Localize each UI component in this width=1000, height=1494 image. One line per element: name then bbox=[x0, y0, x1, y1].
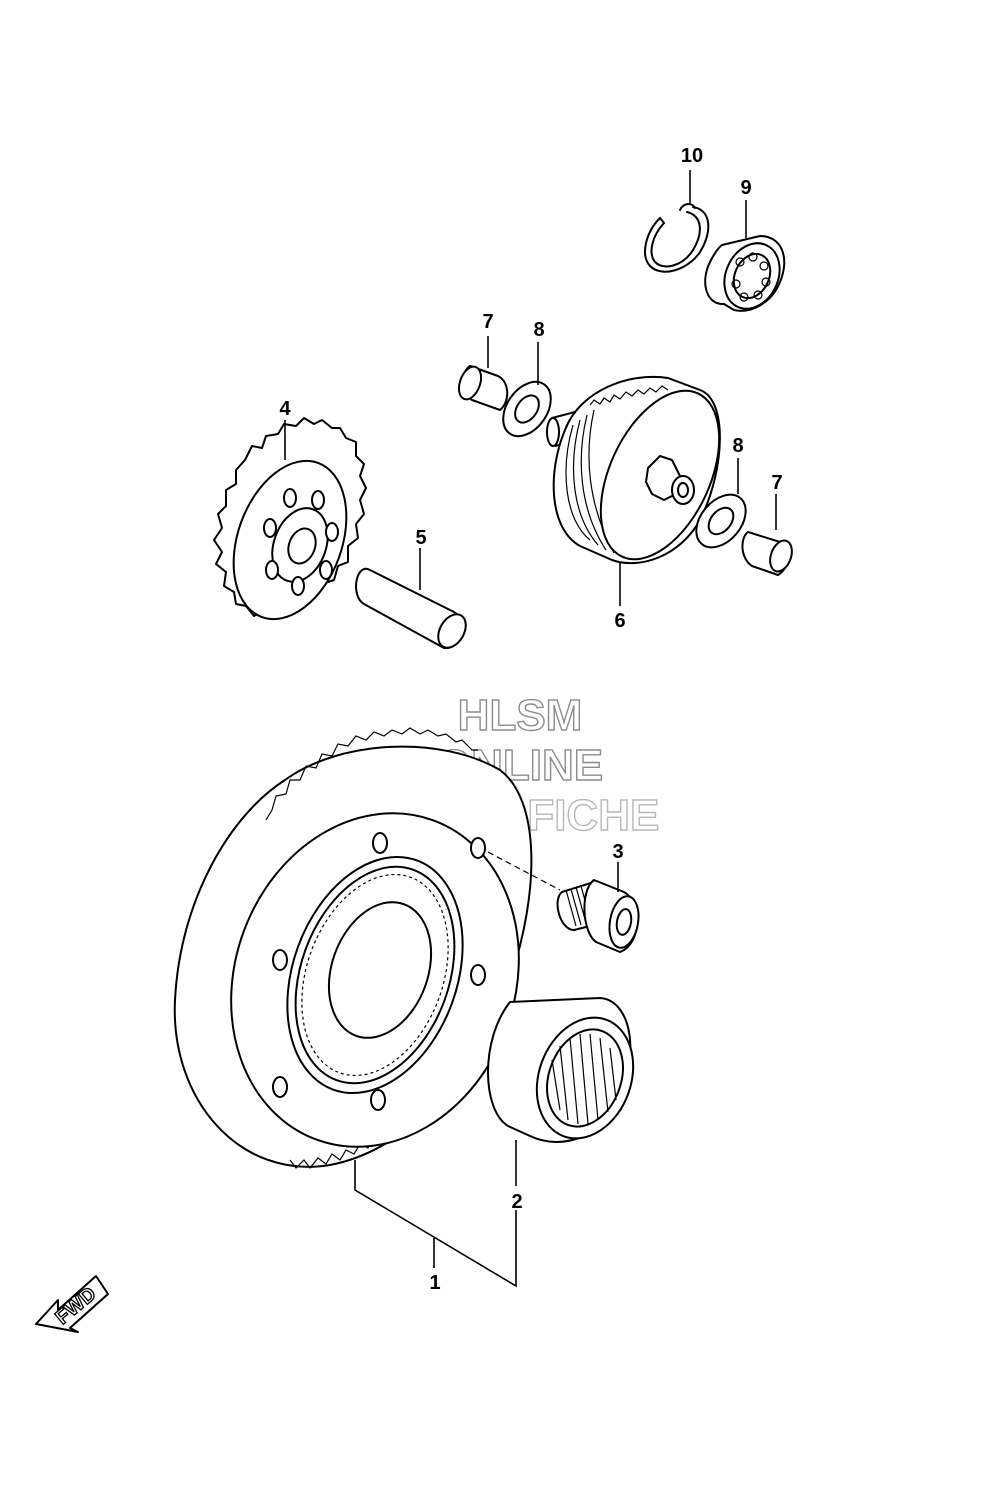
callout-2: 2 bbox=[511, 1191, 522, 1213]
starter-clutch-part-1 bbox=[173, 727, 533, 1169]
callout-8-upper: 8 bbox=[533, 319, 544, 341]
callout-numbers: 10 9 7 8 4 5 8 7 6 3 2 1 bbox=[279, 145, 782, 1294]
bolt-part-3 bbox=[556, 879, 640, 953]
washer-part-8a bbox=[502, 380, 552, 438]
washer-part-8b bbox=[695, 493, 747, 549]
callout-7-lower: 7 bbox=[771, 472, 782, 494]
fwd-arrow: FWD bbox=[35, 1275, 109, 1333]
callout-1: 1 bbox=[429, 1272, 440, 1294]
watermark-line-1: HLSM bbox=[458, 691, 583, 740]
leader-lines bbox=[284, 170, 777, 1288]
callout-9: 9 bbox=[740, 177, 751, 199]
callout-8-lower: 8 bbox=[732, 435, 743, 457]
collar-part-7b bbox=[741, 531, 793, 576]
idle-gear-part-4 bbox=[213, 417, 367, 621]
circlip-part-10 bbox=[644, 203, 710, 273]
callout-3: 3 bbox=[612, 841, 623, 863]
needle-bearing-part-2 bbox=[487, 997, 635, 1143]
callout-5: 5 bbox=[415, 527, 426, 549]
callout-7-upper: 7 bbox=[482, 311, 493, 333]
callout-10: 10 bbox=[681, 145, 703, 167]
shaft-part-5 bbox=[355, 567, 467, 650]
bearing-part-9 bbox=[704, 235, 786, 312]
callout-6: 6 bbox=[614, 610, 625, 632]
callout-4: 4 bbox=[279, 398, 291, 420]
clutch-gear-part-6 bbox=[546, 375, 721, 565]
collar-part-7a bbox=[457, 365, 509, 411]
